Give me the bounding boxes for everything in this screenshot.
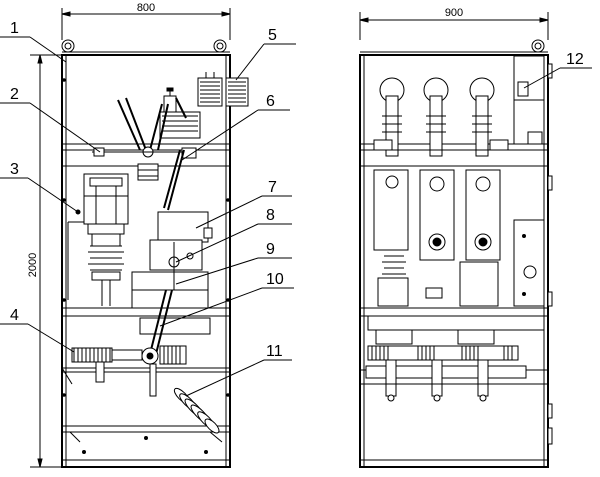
circuit-breaker — [67, 173, 129, 306]
earthing-switch — [61, 345, 187, 397]
busbar-bushings — [370, 77, 512, 157]
dimension-height: 2000 — [27, 54, 62, 468]
callout-12: 12 — [566, 51, 584, 68]
top-disconnector — [92, 87, 201, 181]
callout-2: 2 — [10, 86, 19, 103]
callout-leaders — [0, 36, 592, 397]
callout-4: 4 — [10, 307, 19, 324]
callout-10: 10 — [266, 271, 284, 288]
dimension-width-right: 900 — [359, 7, 549, 40]
callout-7: 7 — [268, 179, 277, 196]
dimension-label-800: 800 — [137, 2, 155, 14]
callout-1: 1 — [10, 20, 19, 37]
callout-8: 8 — [266, 207, 275, 224]
callout-5: 5 — [268, 27, 277, 44]
busbar-insulators — [197, 72, 249, 107]
callout-9: 9 — [266, 241, 275, 258]
cable-insulator — [173, 387, 220, 434]
callout-6: 6 — [266, 93, 275, 110]
dimension-label-2000: 2000 — [27, 253, 39, 277]
dimension-label-900: 900 — [445, 7, 463, 19]
breaker-poles — [367, 169, 545, 345]
dimension-width-left: 800 — [61, 2, 231, 40]
callout-11: 11 — [266, 343, 283, 360]
right-cabinet — [359, 39, 553, 468]
current-transformer — [131, 97, 213, 355]
mechanism-panel — [513, 219, 545, 307]
callout-3: 3 — [10, 161, 19, 178]
instrument-compartment — [513, 55, 545, 145]
left-cabinet — [61, 39, 249, 468]
cable-section — [360, 345, 548, 402]
callout-labels: 1 2 3 4 5 6 7 8 9 10 11 12 — [10, 20, 584, 360]
